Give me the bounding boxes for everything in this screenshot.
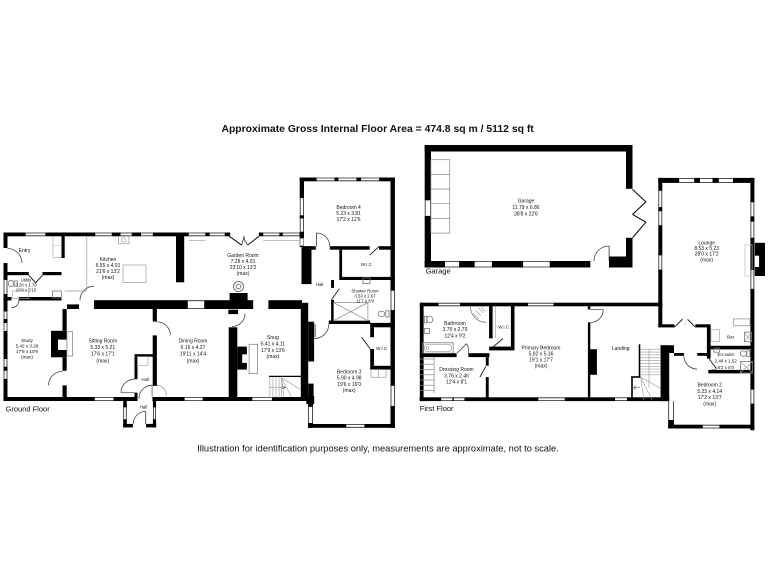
svg-text:Bedroom 3: Bedroom 3 — [337, 370, 362, 376]
svg-text:7.28 x 4.01: 7.28 x 4.01 — [231, 259, 256, 265]
svg-text:3.76 x 2.79: 3.76 x 2.79 — [443, 327, 468, 333]
svg-text:W.I.C: W.I.C — [498, 324, 510, 329]
svg-text:Hall: Hall — [141, 377, 148, 382]
svg-text:First Floor: First Floor — [420, 404, 454, 413]
svg-text:(max): (max) — [343, 388, 356, 394]
svg-text:Garage: Garage — [518, 199, 535, 205]
svg-text:Approximate Gross Internal Flo: Approximate Gross Internal Floor Area = … — [221, 124, 534, 135]
svg-text:(max): (max) — [535, 363, 548, 369]
svg-text:5.23 x 3.81: 5.23 x 3.81 — [336, 211, 361, 217]
svg-text:3.53 x 2.67: 3.53 x 2.67 — [354, 293, 376, 298]
svg-text:11.79 x 6.86: 11.79 x 6.86 — [512, 205, 539, 211]
svg-text:Kitchen: Kitchen — [100, 257, 117, 263]
svg-text:5.42 x 3.28: 5.42 x 3.28 — [16, 344, 39, 349]
svg-text:Entry: Entry — [19, 248, 31, 254]
svg-text:Illustration for identificatio: Illustration for identification purposes… — [197, 444, 559, 454]
svg-text:En-suite: En-suite — [718, 352, 735, 357]
svg-text:19'6 x 16'0: 19'6 x 16'0 — [337, 382, 361, 388]
svg-text:Lounge: Lounge — [698, 241, 715, 247]
svg-text:(max): (max) — [703, 401, 716, 407]
svg-text:12'4 x 8'1: 12'4 x 8'1 — [446, 380, 467, 386]
svg-text:21'6 x 13'2: 21'6 x 13'2 — [96, 269, 120, 275]
svg-text:Bar: Bar — [727, 335, 735, 340]
svg-text:Ground Floor: Ground Floor — [6, 404, 51, 413]
svg-text:Sitting Room: Sitting Room — [88, 339, 117, 345]
svg-text:Hall: Hall — [316, 282, 323, 287]
svg-text:8'2 x 5'0: 8'2 x 5'0 — [718, 365, 735, 370]
svg-text:Bathroom: Bathroom — [444, 321, 466, 327]
svg-text:W.I.C: W.I.C — [376, 346, 388, 351]
svg-text:5.41 x 4.11: 5.41 x 4.11 — [261, 341, 286, 347]
svg-text:19'1 x 17'7: 19'1 x 17'7 — [529, 357, 553, 363]
svg-text:Dining Room: Dining Room — [179, 339, 208, 345]
svg-text:5.23 x 4.14: 5.23 x 4.14 — [697, 389, 722, 395]
svg-text:Hall: Hall — [140, 405, 147, 410]
svg-text:Dressing Room: Dressing Room — [439, 367, 473, 373]
svg-text:W.I.C: W.I.C — [361, 262, 373, 267]
svg-text:(max): (max) — [21, 355, 33, 360]
svg-text:8.53 x 5.23: 8.53 x 5.23 — [694, 246, 719, 252]
svg-text:3.26 x 1.79: 3.26 x 1.79 — [15, 283, 37, 288]
svg-text:2.46 x 1.52: 2.46 x 1.52 — [715, 358, 738, 363]
svg-text:Study: Study — [21, 338, 33, 343]
svg-text:Utility: Utility — [21, 278, 32, 283]
svg-text:17'9 x 10'9: 17'9 x 10'9 — [16, 349, 38, 354]
svg-text:28'0 x 17'2: 28'0 x 17'2 — [695, 252, 719, 258]
svg-text:Landing: Landing — [612, 346, 630, 352]
svg-text:6.55 x 4.01: 6.55 x 4.01 — [96, 263, 121, 269]
svg-text:6.16 x 4.37: 6.16 x 4.37 — [181, 345, 206, 351]
svg-text:(max): (max) — [187, 358, 200, 364]
svg-text:5.33 x 5.21: 5.33 x 5.21 — [90, 345, 115, 351]
svg-text:Primary Bedroom: Primary Bedroom — [522, 345, 561, 351]
svg-text:Shower Room: Shower Room — [351, 289, 379, 294]
svg-text:17'9 x 13'6: 17'9 x 13'6 — [261, 348, 285, 354]
svg-text:5.82 x 5.36: 5.82 x 5.36 — [529, 351, 554, 357]
svg-text:Bedroom 2: Bedroom 2 — [697, 383, 722, 389]
svg-text:(max): (max) — [237, 271, 250, 277]
svg-text:3.76 x 2.46: 3.76 x 2.46 — [444, 373, 469, 379]
svg-text:(max): (max) — [267, 354, 280, 360]
svg-text:Snug: Snug — [267, 335, 279, 341]
svg-text:Garden Room: Garden Room — [227, 253, 258, 259]
svg-text:23'10 x 13'2: 23'10 x 13'2 — [230, 265, 257, 271]
svg-text:(max): (max) — [102, 275, 115, 281]
svg-text:17'2 x 12'6: 17'2 x 12'6 — [337, 217, 361, 223]
svg-text:12'4 x 9'2: 12'4 x 9'2 — [444, 333, 465, 339]
svg-text:19'11 x 14'4: 19'11 x 14'4 — [180, 352, 207, 358]
svg-text:11'7 x 8'9: 11'7 x 8'9 — [356, 298, 374, 303]
svg-text:17'6 x 17'1: 17'6 x 17'1 — [91, 352, 115, 358]
svg-text:17'2 x 13'7: 17'2 x 13'7 — [698, 395, 722, 401]
svg-text:(max): (max) — [700, 257, 713, 263]
svg-text:38'8 x 22'6: 38'8 x 22'6 — [514, 212, 538, 218]
svg-text:Garage: Garage — [426, 267, 451, 276]
svg-text:10'9 x 5'10: 10'9 x 5'10 — [16, 288, 37, 293]
svg-text:Bedroom 4: Bedroom 4 — [336, 205, 361, 211]
svg-text:(max): (max) — [96, 358, 109, 364]
svg-text:5.90 x 4.98: 5.90 x 4.98 — [337, 376, 362, 382]
